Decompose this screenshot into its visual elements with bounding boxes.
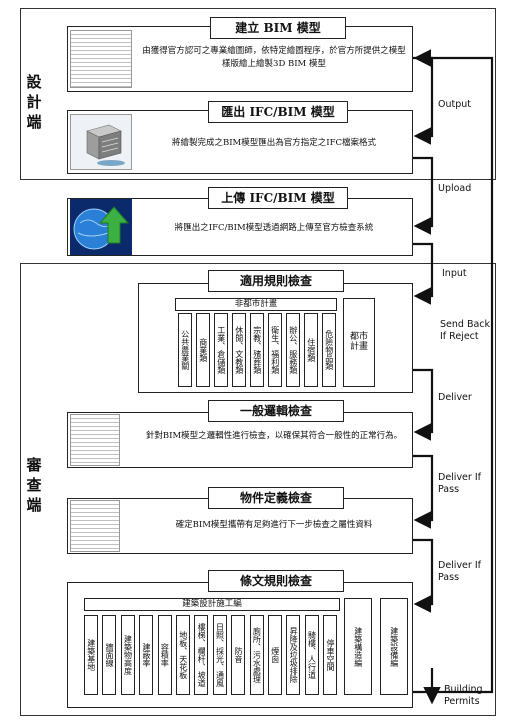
clause-box-3: 建蔽率 xyxy=(139,615,153,695)
clause-box-6: 樓梯、欄杆、坡道 xyxy=(194,615,208,695)
logic-check-desc: 針對BIM模型之邏輯性進行檢查，以確保其符合一般性的正常行為。 xyxy=(140,430,408,443)
clause-box-8: 防音 xyxy=(231,615,245,695)
review-zone-label: 審查端 xyxy=(24,455,44,515)
extra-code-box-0: 建築構造編 xyxy=(344,598,372,695)
category-box-3: 休閒、文教類 xyxy=(232,313,246,387)
object-definition-desc: 確定BIM模型攜帶有足夠進行下一步檢查之屬性資料 xyxy=(140,519,408,532)
building-design-construction-label: 建築設計施工編 xyxy=(84,598,340,611)
building-model-icon xyxy=(70,114,132,170)
deliver-if-pass-label-2: Deliver If Pass xyxy=(438,560,488,584)
clause-box-7: 日照、採光、通風 xyxy=(213,615,227,695)
category-box-5: 衛生、福利類 xyxy=(268,313,282,387)
export-model-desc: 將繪製完成之BIM模型匯出為官方指定之IFC檔案格式 xyxy=(140,137,408,150)
category-box-2: 工業、倉儲類 xyxy=(214,313,228,387)
clause-box-13: 停車空間 xyxy=(323,615,337,695)
object-definition-title: 物件定義檢查 xyxy=(208,487,344,509)
clause-box-11: 昇降及垃圾排除 xyxy=(286,615,300,695)
clause-box-9: 廁所、污水處理 xyxy=(250,615,264,695)
urban-plan-box: 都市計畫 xyxy=(343,298,375,387)
form-thumbnail-icon xyxy=(70,500,120,552)
document-thumbnail-icon xyxy=(70,30,132,88)
non-urban-plan-label: 非都市計畫 xyxy=(175,298,337,311)
category-box-0: 公共農業關 xyxy=(178,313,192,387)
building-permits-label: Building Permits xyxy=(444,684,504,708)
globe-upload-icon xyxy=(70,199,132,255)
clause-box-1: 牆面線 xyxy=(102,615,116,695)
input-label: Input xyxy=(442,268,467,280)
category-box-8: 危險物品類 xyxy=(322,313,336,387)
upload-model-title: 上傳 IFC/BIM 模型 xyxy=(208,187,348,209)
clause-box-0: 建築基地 xyxy=(84,615,98,695)
clause-box-4: 容積率 xyxy=(158,615,172,695)
category-box-1: 商業類 xyxy=(196,313,210,387)
upload-label: Upload xyxy=(438,183,471,195)
category-box-4: 宗教、殯葬類 xyxy=(250,313,264,387)
category-box-7: 住宿類 xyxy=(304,313,318,387)
clause-rules-title: 條文規則檢查 xyxy=(208,570,344,592)
extra-code-box-1: 建築設備編 xyxy=(380,598,408,695)
category-box-6: 辦公、服務類 xyxy=(286,313,300,387)
deliver-label: Deliver xyxy=(438,392,472,404)
design-zone-label: 設計端 xyxy=(24,72,44,132)
clause-box-10: 煙囪 xyxy=(268,615,282,695)
output-label: Output xyxy=(438,99,471,111)
build-model-desc: 由獲得官方認可之專業繪圖師，依特定繪圖程序，於官方所提供之模型樣版繪上繪製3D … xyxy=(140,45,408,71)
checklist-thumbnail-icon xyxy=(70,414,120,466)
clause-box-12: 騎樓、人行道 xyxy=(305,615,319,695)
build-model-title: 建立 BIM 模型 xyxy=(210,17,346,39)
upload-model-desc: 將匯出之IFC/BIM模型透過網路上傳至官方檢查系統 xyxy=(140,222,408,235)
applicable-rules-title: 適用規則檢查 xyxy=(208,270,344,292)
clause-box-5: 地板、天花板 xyxy=(176,615,190,695)
logic-check-title: 一般邏輯檢查 xyxy=(208,400,344,422)
export-model-title: 匯出 IFC/BIM 模型 xyxy=(208,101,348,123)
clause-box-2: 建築物高度 xyxy=(121,615,135,695)
send-back-label: Send Back If Reject xyxy=(440,319,490,343)
deliver-if-pass-label-1: Deliver If Pass xyxy=(438,472,488,496)
